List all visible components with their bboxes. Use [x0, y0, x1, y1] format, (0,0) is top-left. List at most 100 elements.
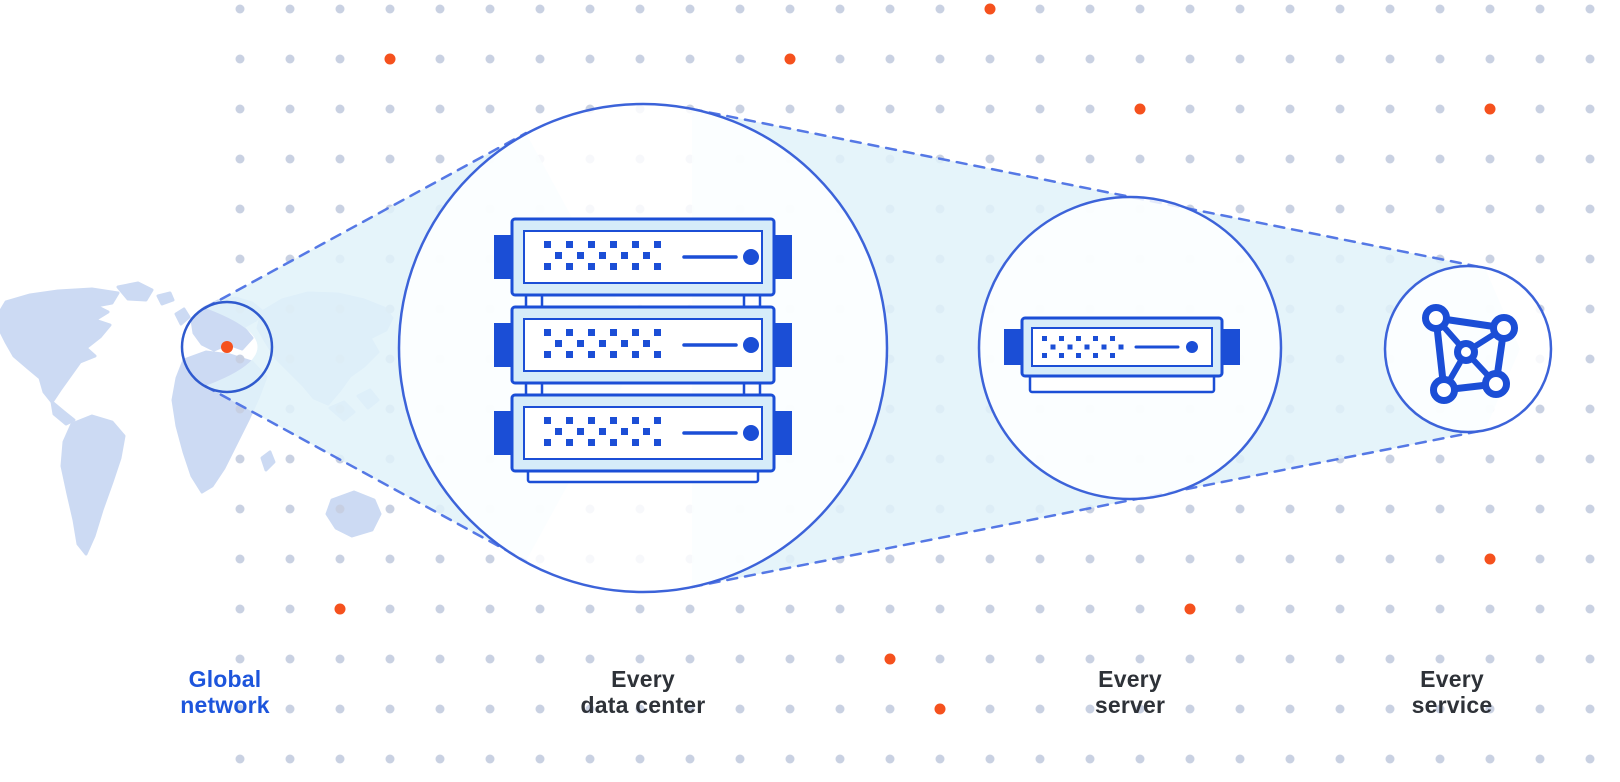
grid-dot: [485, 104, 495, 114]
grid-dot: [985, 654, 995, 664]
mesh-node: [1490, 314, 1518, 342]
grid-dot: [235, 554, 245, 564]
grid-dot: [835, 654, 845, 664]
grid-dot: [285, 554, 295, 564]
grid-dot: [635, 604, 645, 614]
grid-dot: [1485, 154, 1495, 164]
grid-dot: [1385, 154, 1395, 164]
grid-dot: [485, 754, 495, 764]
map-south-america: [60, 414, 126, 556]
grid-dot: [435, 54, 445, 64]
grid-dot: [1185, 554, 1195, 564]
grid-dot: [1435, 554, 1445, 564]
grid-dot: [435, 654, 445, 664]
label-every-server: Every server: [1094, 666, 1166, 719]
matrix-pixel: [1059, 336, 1064, 341]
grid-dot: [785, 104, 795, 114]
grid-dot: [285, 104, 295, 114]
matrix-pixel: [566, 263, 573, 270]
grid-dot: [1085, 104, 1095, 114]
grid-dot: [985, 54, 995, 64]
grid-dot: [635, 654, 645, 664]
grid-dot: [885, 554, 895, 564]
grid-dot: [1235, 754, 1245, 764]
grid-dot: [1385, 654, 1395, 664]
matrix-pixel: [1042, 353, 1047, 358]
grid-dot: [1485, 754, 1495, 764]
map-greenland: [116, 281, 154, 302]
grid-dot: [1385, 504, 1395, 514]
server-pixel-matrix: [544, 329, 661, 358]
single-server: [1004, 316, 1240, 394]
matrix-pixel: [1067, 344, 1073, 350]
grid-dot: [1535, 454, 1545, 464]
server-side-tab: [1004, 329, 1022, 365]
matrix-pixel: [632, 329, 639, 336]
mesh-center-node: [1454, 340, 1478, 364]
matrix-pixel: [588, 351, 595, 358]
grid-dot: [1285, 654, 1295, 664]
grid-dot: [1385, 554, 1395, 564]
grid-dot: [1285, 154, 1295, 164]
matrix-pixel: [566, 329, 573, 336]
grid-dot: [535, 604, 545, 614]
grid-dot: [1085, 654, 1095, 664]
server-rack: [494, 217, 792, 484]
matrix-pixel: [577, 340, 584, 347]
grid-dot: [1435, 154, 1445, 164]
grid-dot: [1585, 154, 1595, 164]
accent-dot: [1184, 603, 1196, 615]
matrix-pixel: [610, 241, 617, 248]
grid-dot: [1035, 604, 1045, 614]
grid-dot: [335, 54, 345, 64]
grid-dot: [935, 54, 945, 64]
grid-dot: [1535, 504, 1545, 514]
grid-dot: [1435, 654, 1445, 664]
grid-dot: [1085, 754, 1095, 764]
matrix-pixel: [544, 439, 551, 446]
matrix-pixel: [544, 417, 551, 424]
grid-dot: [1535, 104, 1545, 114]
matrix-pixel: [555, 252, 562, 259]
grid-dot: [1535, 554, 1545, 564]
grid-dot: [635, 704, 645, 714]
grid-dot: [285, 454, 295, 464]
grid-dot: [1135, 554, 1145, 564]
grid-dot: [1285, 704, 1295, 714]
grid-dot: [585, 604, 595, 614]
grid-dot: [1485, 204, 1495, 214]
grid-dot: [435, 754, 445, 764]
grid-dot: [1485, 704, 1495, 714]
grid-dot: [335, 654, 345, 664]
grid-dot: [1335, 554, 1345, 564]
grid-dot: [1135, 54, 1145, 64]
grid-dot: [1385, 4, 1395, 14]
grid-dot: [435, 704, 445, 714]
grid-dot: [335, 504, 345, 514]
grid-dot: [485, 4, 495, 14]
server-unit: [494, 393, 792, 473]
grid-dot: [385, 154, 395, 164]
grid-dot: [335, 104, 345, 114]
grid-dot: [1135, 654, 1145, 664]
grid-dot: [1535, 404, 1545, 414]
grid-dot: [785, 704, 795, 714]
grid-dot: [1285, 104, 1295, 114]
grid-dot: [785, 4, 795, 14]
grid-dot: [1285, 504, 1295, 514]
grid-dot: [1585, 654, 1595, 664]
grid-dot: [285, 604, 295, 614]
network-mesh-icon: [1422, 304, 1518, 404]
server-side-tab: [774, 411, 792, 455]
grid-dot: [535, 754, 545, 764]
grid-dot: [1035, 54, 1045, 64]
grid-dot: [1285, 54, 1295, 64]
grid-dot: [1585, 504, 1595, 514]
grid-dot: [485, 554, 495, 564]
grid-dot: [835, 54, 845, 64]
grid-dot: [1035, 554, 1045, 564]
matrix-pixel: [566, 241, 573, 248]
server-side-tab: [494, 411, 512, 455]
grid-dot: [285, 704, 295, 714]
